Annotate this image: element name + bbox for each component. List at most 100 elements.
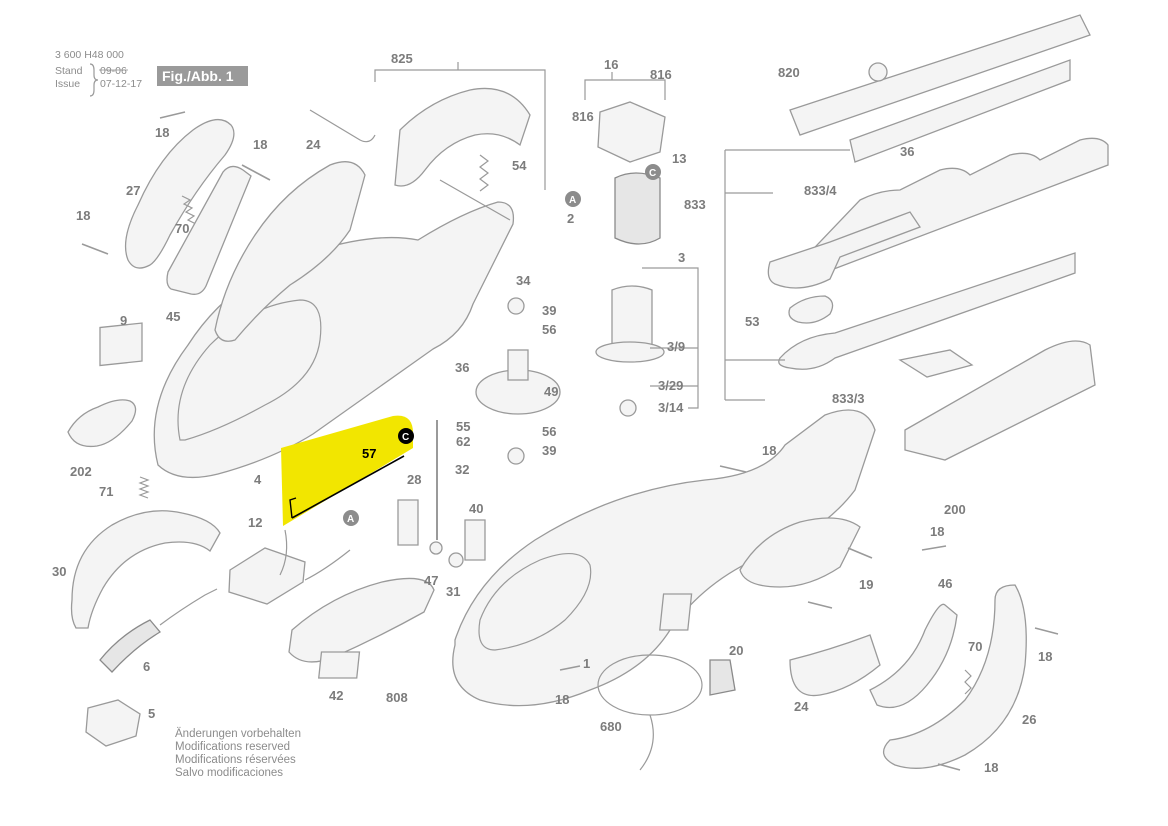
vent-19-part bbox=[739, 517, 861, 588]
reference-mark-c-highlighted-label: C bbox=[402, 432, 409, 443]
callout-3-bracket bbox=[642, 267, 699, 409]
armature-part bbox=[611, 285, 653, 350]
grip-24-part bbox=[789, 634, 881, 697]
reference-mark-c-motor-label: C bbox=[649, 168, 656, 179]
callout-13: 13 bbox=[672, 151, 686, 166]
callout-808: 808 bbox=[386, 690, 408, 705]
callout-70-right: 70 bbox=[968, 639, 982, 654]
fan-3-9-part bbox=[595, 341, 665, 363]
issue-value: 07-12-17 bbox=[100, 78, 142, 90]
callout-825: 825 bbox=[391, 51, 413, 66]
callout-3-14: 3/14 bbox=[658, 400, 684, 415]
callout-24-bottom: 24 bbox=[794, 699, 809, 714]
plug-part bbox=[85, 699, 141, 747]
reference-mark-a-wire bbox=[343, 510, 359, 526]
callout-46: 46 bbox=[938, 576, 952, 591]
stand-label: Stand bbox=[55, 65, 83, 77]
callout-12: 12 bbox=[248, 515, 262, 530]
callout-16: 16 bbox=[604, 57, 618, 72]
callout-816-left: 816 bbox=[572, 109, 594, 124]
label-20-part bbox=[659, 593, 693, 631]
callout-34: 34 bbox=[516, 273, 531, 288]
brush-holder-part bbox=[597, 101, 666, 163]
callout-39-top: 39 bbox=[542, 303, 556, 318]
cable-wire-part bbox=[159, 588, 218, 626]
callout-18-g: 18 bbox=[1038, 649, 1052, 664]
callout-32: 32 bbox=[455, 462, 469, 477]
callout-833: 833 bbox=[684, 197, 706, 212]
callout-5: 5 bbox=[148, 706, 155, 721]
callout-39-bottom: 39 bbox=[542, 443, 556, 458]
field-coil-part bbox=[614, 172, 661, 245]
upper-shell-part bbox=[214, 161, 366, 342]
label-808-part bbox=[318, 651, 361, 679]
reference-mark-a-motor-label: A bbox=[569, 195, 576, 206]
callout-820: 820 bbox=[778, 65, 800, 80]
figure-label: Fig./Abb. 1 bbox=[162, 68, 234, 84]
callout-42: 42 bbox=[329, 688, 343, 703]
callout-3-29: 3/29 bbox=[658, 378, 683, 393]
note-french: Modifications réservées bbox=[175, 754, 296, 766]
pinion-part bbox=[507, 349, 529, 381]
reference-mark-c-highlighted bbox=[398, 428, 414, 444]
cable-680-tail bbox=[639, 714, 654, 771]
cable-57-end bbox=[289, 497, 297, 519]
note-spanish: Salvo modificaciones bbox=[175, 767, 283, 779]
reference-mark-c-motor bbox=[645, 164, 661, 180]
note-german: Änderungen vorbehalten bbox=[175, 728, 301, 740]
cable-sleeve-part bbox=[99, 619, 161, 673]
callout-680: 680 bbox=[600, 719, 622, 734]
callout-833-3: 833/3 bbox=[832, 391, 865, 406]
callout-18-f: 18 bbox=[930, 524, 944, 539]
handle-bow-part bbox=[70, 510, 221, 629]
cable-680-part bbox=[597, 654, 703, 716]
spring-70-right-part bbox=[964, 669, 972, 695]
guide-36-part bbox=[849, 59, 1071, 163]
callout-9: 9 bbox=[120, 313, 127, 328]
issue-label: Issue bbox=[55, 78, 80, 90]
callout-54: 54 bbox=[512, 158, 527, 173]
callout-24-top: 24 bbox=[306, 137, 321, 152]
callout-53: 53 bbox=[745, 314, 759, 329]
callout-36-right: 36 bbox=[900, 144, 914, 159]
holder-40-part bbox=[464, 519, 486, 561]
callout-18-c: 18 bbox=[76, 208, 90, 223]
callout-numbers: 825 18 18 24 27 54 18 70 45 9 202 71 30 … bbox=[52, 51, 1052, 775]
callout-4: 4 bbox=[254, 472, 262, 487]
base-cover-part bbox=[288, 577, 435, 663]
cap-part bbox=[67, 399, 137, 448]
callout-27: 27 bbox=[126, 183, 140, 198]
label-plate-part bbox=[99, 322, 143, 367]
spacer-53-part bbox=[788, 295, 834, 324]
bearing-39-top-part bbox=[507, 297, 525, 315]
callout-200: 200 bbox=[944, 502, 966, 517]
drawing-number: 3 600 H48 000 bbox=[55, 49, 124, 61]
callout-62: 62 bbox=[456, 434, 470, 449]
nut-47-part bbox=[429, 541, 443, 555]
callout-26: 26 bbox=[1022, 712, 1036, 727]
callout-56-top: 56 bbox=[542, 322, 556, 337]
reference-mark-a-motor bbox=[565, 191, 581, 207]
callout-30: 30 bbox=[52, 564, 66, 579]
callout-40: 40 bbox=[469, 501, 483, 516]
callout-18-a: 18 bbox=[155, 125, 169, 140]
callout-47: 47 bbox=[424, 573, 438, 588]
cable-57-part bbox=[291, 455, 405, 519]
screw-group bbox=[81, 111, 1059, 771]
slider-part bbox=[166, 165, 252, 295]
callout-36-left: 36 bbox=[455, 360, 469, 375]
callout-18-e: 18 bbox=[555, 692, 569, 707]
housing-grip-opening bbox=[177, 299, 322, 441]
spring-part bbox=[181, 195, 197, 225]
callout-28: 28 bbox=[407, 472, 421, 487]
hand-guard-26-part bbox=[883, 584, 1027, 769]
blade-guard-rail-part bbox=[789, 14, 1091, 136]
note-english: Modifications reserved bbox=[175, 741, 290, 753]
callout-57: 57 bbox=[362, 446, 376, 461]
housing-grip-window bbox=[478, 553, 592, 651]
spring-71-part bbox=[138, 476, 150, 499]
callout-1: 1 bbox=[583, 656, 590, 671]
cable-plug-part bbox=[709, 659, 736, 696]
